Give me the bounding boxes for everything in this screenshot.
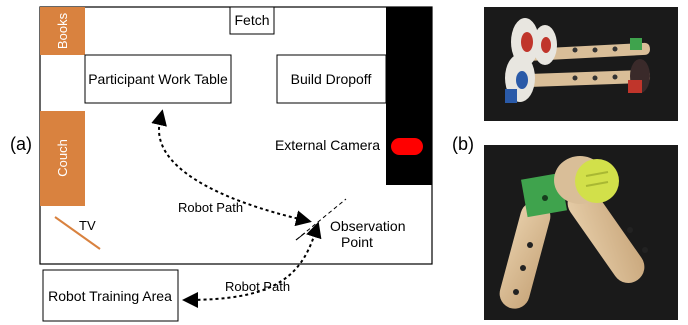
robot-path-upper: [151, 109, 312, 227]
external-camera-label: External Camera: [275, 137, 380, 153]
build-dropoff-label: Build Dropoff: [291, 71, 372, 87]
books-block: [40, 7, 85, 55]
books-label: Books: [55, 12, 70, 49]
camera-icon: [391, 138, 423, 155]
fetch-label: Fetch: [234, 12, 269, 28]
tv-label: TV: [79, 218, 96, 233]
robot-training-area-box: [42, 269, 179, 322]
observation-label-1: Observation: [330, 218, 405, 234]
robot-path-label-1: Robot Path: [178, 200, 243, 215]
tv-line: [54, 216, 101, 250]
photo-bent-arm-assembly: [484, 145, 678, 320]
couch-block: [40, 111, 85, 206]
work-table-label: Participant Work Table: [88, 71, 228, 87]
fetch-box: [229, 6, 275, 35]
panel-a-label: (a): [10, 134, 32, 154]
panel-b-label: (b): [452, 134, 474, 154]
couch-label: Couch: [55, 139, 70, 177]
work-table-box: [84, 54, 232, 104]
photo-wheels-assembly: [484, 7, 678, 121]
robot-path-label-2: Robot Path: [225, 279, 290, 294]
observation-label-2: Point: [341, 234, 373, 250]
wall-right: [386, 7, 432, 185]
build-dropoff-box: [276, 54, 387, 104]
robot-training-area-label: Robot Training Area: [48, 288, 172, 304]
